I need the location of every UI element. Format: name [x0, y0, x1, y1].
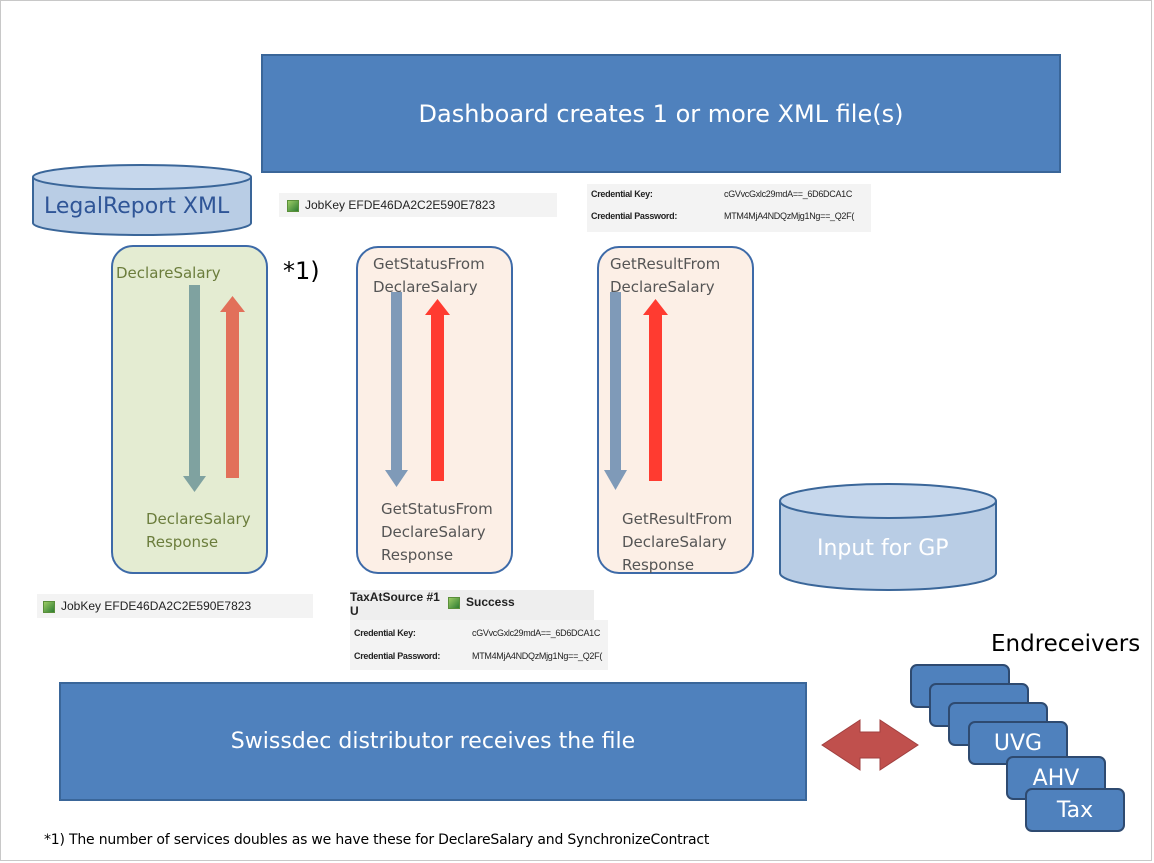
endreceiver-label: Tax — [1056, 797, 1094, 823]
status-ok-icon — [448, 596, 460, 609]
credential-key-label: Credential Key: — [591, 189, 653, 199]
credential-key-value: cGVvcGxlc29mdA==_6D6DCA1C — [724, 189, 853, 199]
response-arrow-1 — [220, 296, 245, 478]
service-getresult — [597, 246, 754, 574]
jobkey-top-shot: JobKey EFDE46DA2C2E590E7823 — [279, 193, 557, 217]
service-1-request: DeclareSalary — [116, 264, 221, 282]
credentials-bottom-shot: Credential Key: cGVvcGxlc29mdA==_6D6DCA1… — [350, 620, 608, 670]
credential-password-label: Credential Password: — [591, 211, 678, 221]
input-database-icon — [779, 483, 997, 591]
request-arrow-3 — [604, 292, 627, 490]
legalreport-database-icon — [32, 164, 252, 236]
service-3-response: GetResultFrom DeclareSalary Response — [622, 510, 733, 574]
top-banner-label: Dashboard creates 1 or more XML file(s) — [418, 99, 904, 128]
footnote-text: *1) The number of services doubles as we… — [44, 832, 710, 848]
taxatsource-label: TaxAtSource #1 U — [350, 590, 440, 618]
credential-key-value: cGVvcGxlc29mdA==_6D6DCA1C — [472, 628, 601, 638]
status-success-label: Success — [466, 595, 515, 609]
legalreport-label: LegalReport XML — [44, 194, 230, 219]
footnote-marker: *1) — [283, 257, 320, 285]
exchange-double-arrow — [821, 719, 919, 771]
service-1-response: DeclareSalary Response — [146, 510, 251, 551]
request-arrow-2 — [385, 292, 408, 487]
jobkey-bottom-shot: JobKey EFDE46DA2C2E590E7823 — [37, 594, 313, 618]
credential-password-value: MTM4MjA4NDQzMjg1Ng==_Q2F( — [472, 651, 603, 661]
status-shot: TaxAtSource #1 U Success — [350, 590, 594, 620]
endreceivers-title: Endreceivers — [991, 631, 1141, 657]
credential-password-label: Credential Password: — [354, 651, 441, 661]
status-success: Success — [448, 595, 515, 609]
response-arrow-2 — [425, 299, 450, 481]
endreceiver-label: UVG — [993, 730, 1043, 756]
credential-password-value: MTM4MjA4NDQzMjg1Ng==_Q2F( — [724, 211, 855, 221]
endreceiver-label: AHV — [1032, 765, 1080, 791]
service-3-request: GetResultFrom DeclareSalary — [610, 255, 721, 296]
bottom-banner-label: Swissdec distributor receives the file — [230, 729, 636, 754]
input-for-gp-label: Input for GP — [817, 536, 949, 561]
bottom-banner: Swissdec distributor receives the file — [59, 682, 807, 801]
top-banner: Dashboard creates 1 or more XML file(s) — [261, 54, 1061, 173]
jobkey-top-label: JobKey EFDE46DA2C2E590E7823 — [305, 198, 496, 212]
status-ok-icon — [43, 600, 55, 613]
service-2-request: GetStatusFrom DeclareSalary — [373, 255, 485, 296]
endreceiver-card-tax: Tax — [1025, 788, 1125, 832]
credential-key-label: Credential Key: — [354, 628, 416, 638]
request-arrow-1 — [183, 285, 206, 492]
response-arrow-3 — [643, 299, 668, 481]
jobkey-bottom-label: JobKey EFDE46DA2C2E590E7823 — [61, 599, 252, 613]
service-2-response: GetStatusFrom DeclareSalary Response — [381, 500, 493, 564]
credentials-top-shot: Credential Key: cGVvcGxlc29mdA==_6D6DCA1… — [587, 184, 871, 232]
status-ok-icon — [287, 199, 299, 212]
